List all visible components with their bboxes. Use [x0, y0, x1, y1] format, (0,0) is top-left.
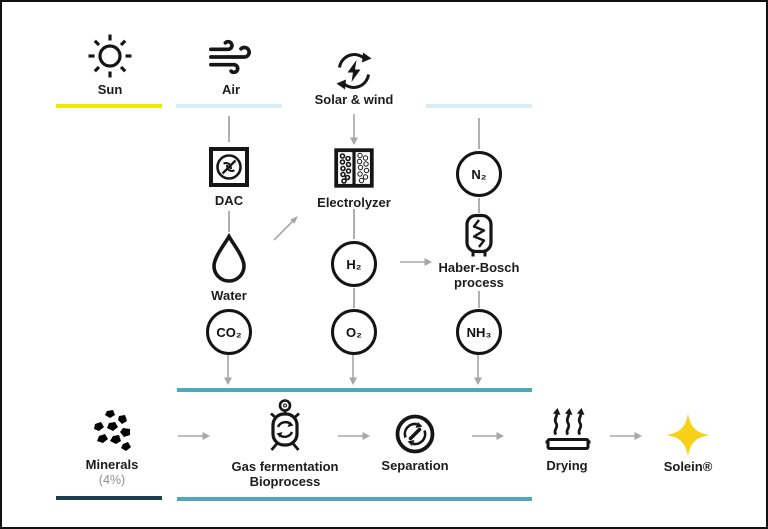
separation-label: Separation: [381, 458, 449, 473]
h2-node: H₂: [331, 241, 377, 287]
minerals-label: Minerals: [85, 457, 139, 472]
nitrogen-underline: [426, 104, 532, 108]
nh3-node: NH₃: [456, 309, 502, 355]
flow-arrow-solar-to-electrolyzer: [350, 114, 358, 145]
dac-label: DAC: [214, 193, 244, 208]
drying-label: Drying: [546, 458, 588, 473]
sun-label: Sun: [97, 82, 123, 97]
co2-label: CO₂: [216, 324, 242, 340]
haber-bosch-label-line1: Haber-Bosch: [438, 260, 520, 275]
nh3-label: NH₃: [466, 324, 492, 340]
flow-arrow-separation-to-drying: [472, 432, 504, 440]
air-label: Air: [221, 82, 241, 97]
minerals-bottom-bar: [56, 496, 162, 500]
dac-icon: [209, 147, 249, 187]
flow-line-air-to-dac: [228, 116, 230, 142]
flow-arrow-co2-down: [224, 355, 232, 385]
fermenter-label-line2: Bioprocess: [249, 474, 321, 489]
o2-node: O₂: [331, 309, 377, 355]
fermenter-label-line1: Gas fermentation: [231, 459, 339, 474]
o2-label: O₂: [346, 324, 362, 340]
flow-line-n2-to-haberbosch: [478, 198, 480, 213]
flow-arrow-h2-to-haberbosch: [400, 258, 432, 266]
flow-arrow-nh3-down: [474, 355, 482, 385]
flow-line-electrolyzer-to-h2: [353, 209, 355, 239]
water-label: Water: [211, 288, 247, 303]
flow-line-dac-to-water: [228, 211, 230, 232]
electrolyzer-label: Electrolyzer: [317, 195, 391, 210]
flow-line-h2-to-o2: [353, 288, 355, 308]
bioprocess-top-bar: [177, 388, 532, 392]
drying-icon: [545, 408, 591, 450]
sun-underline: [56, 104, 162, 108]
n2-node: N₂: [456, 151, 502, 197]
minerals-icon: [94, 410, 131, 451]
haber-bosch-label-line2: process: [454, 275, 504, 290]
minerals-percentage: (4%): [98, 473, 126, 487]
bioprocess-bottom-bar: [177, 497, 532, 501]
flow-arrow-drying-to-solein: [610, 432, 642, 440]
haber-bosch-reactor-icon: [465, 213, 493, 257]
solar-wind-label: Solar & wind: [314, 92, 394, 107]
co2-node: CO₂: [206, 309, 252, 355]
separation-icon: [395, 414, 435, 454]
flow-line-haberbosch-to-nh3: [478, 291, 480, 308]
fermenter-icon: [270, 399, 300, 451]
sun-icon: [88, 34, 132, 78]
flow-arrow-fermenter-to-separation: [338, 432, 370, 440]
flow-arrow-o2-down: [349, 355, 357, 385]
renewable-energy-icon: [336, 52, 372, 90]
air-underline: [176, 104, 282, 108]
wind-icon: [209, 39, 251, 75]
flow-arrow-minerals-to-fermenter: [178, 432, 210, 440]
flow-line-to-n2: [478, 118, 480, 149]
flow-arrow-water-to-electrolyzer: [273, 216, 298, 241]
n2-label: N₂: [471, 166, 487, 182]
solein-label: Solein®: [663, 459, 713, 474]
h2-label: H₂: [346, 256, 362, 272]
solein-star-icon: [666, 413, 710, 457]
haber-bosch-label: Haber-Bosch process: [439, 260, 520, 290]
fermenter-label: Gas fermentation Bioprocess: [232, 459, 339, 489]
water-drop-icon: [212, 232, 246, 283]
electrolyzer-icon: [334, 148, 374, 188]
